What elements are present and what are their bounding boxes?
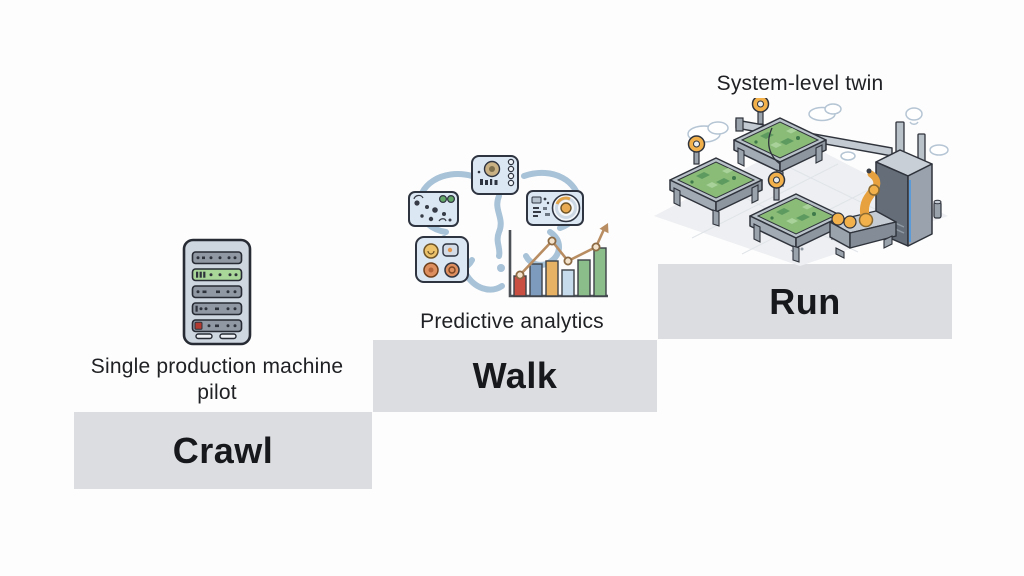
caption-walk: Predictive analytics xyxy=(420,310,604,333)
machine-button-row xyxy=(191,251,243,265)
cloud-icon xyxy=(808,103,842,122)
cloud-icon xyxy=(905,107,923,125)
sensor-card-icon xyxy=(471,155,519,195)
mini-bar-chart xyxy=(508,223,609,298)
machine-alert-row xyxy=(191,319,243,333)
machine-button-row xyxy=(191,285,243,299)
step-bar-run: Run xyxy=(658,264,952,339)
step-bar-walk: Walk xyxy=(373,340,657,412)
step-label-walk: Walk xyxy=(472,355,558,396)
step-label-crawl: Crawl xyxy=(172,429,274,471)
step-bar-crawl: Crawl xyxy=(74,412,372,489)
factory-floor-illustration xyxy=(654,98,949,266)
step-label-run: Run xyxy=(769,280,841,322)
icon-grid-card-icon xyxy=(415,236,469,283)
caption-crawl: Single production machine pilot xyxy=(90,355,344,405)
machine-display-row xyxy=(191,268,243,282)
trend-arrow-icon xyxy=(515,223,609,280)
gauge-card-icon xyxy=(526,190,584,226)
machine-slot xyxy=(195,333,213,340)
data-points-card-icon xyxy=(408,191,459,227)
control-panel-machine-illustration xyxy=(182,238,252,346)
machine-button-row xyxy=(191,302,243,316)
robot-arm-icon xyxy=(829,168,897,259)
crane-cable xyxy=(768,127,781,165)
brain-dot xyxy=(497,264,505,272)
cloud-icon xyxy=(929,144,949,156)
machine-slot xyxy=(219,333,237,340)
caption-run: System-level twin xyxy=(716,72,884,95)
bollard-icon xyxy=(933,199,942,219)
cloud-icon xyxy=(840,151,856,161)
predictive-analytics-illustration xyxy=(408,155,609,298)
machine-body-icon xyxy=(182,238,252,346)
